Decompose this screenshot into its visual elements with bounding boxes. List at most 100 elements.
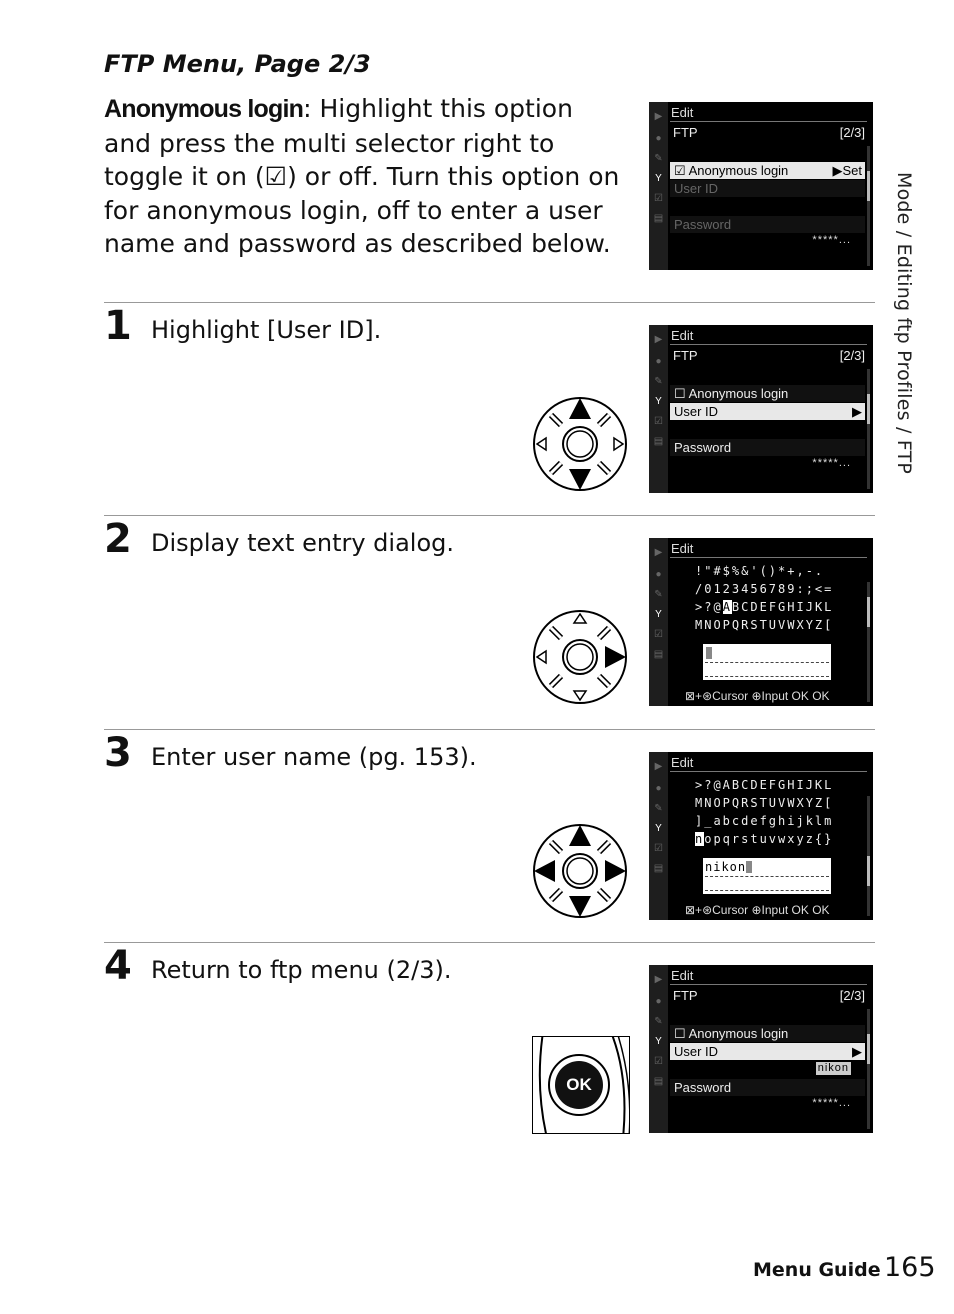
divider	[104, 302, 875, 303]
row-label: User ID	[674, 404, 719, 419]
screen-header: Edit	[671, 105, 694, 120]
playback-icon: ▶	[654, 974, 663, 985]
menu-row-anonymous-login: ☐ Anonymous login	[670, 385, 865, 402]
pencil-icon: ✎	[654, 153, 663, 164]
row-label: User ID	[674, 1044, 719, 1059]
footer-section-label: Menu Guide	[753, 1259, 881, 1281]
row-label: Anonymous login	[688, 163, 789, 178]
keyboard-row: /0123456789:;<=	[695, 582, 834, 596]
recent-icon: ▤	[653, 213, 664, 224]
divider	[104, 515, 875, 516]
camera-screen-text-entry-nikon: ▶ ● ✎ Y ☑ ▤ Edit >?@ABCDEFGHIJKL MNOPQRS…	[649, 752, 873, 920]
header-line	[670, 984, 867, 985]
keyboard-row: !"#$%&'()*+,-.	[695, 564, 825, 578]
screen-header: Edit	[671, 755, 694, 770]
arrow-right-icon: ▶	[852, 1044, 862, 1059]
scrollbar	[867, 582, 870, 702]
recent-icon: ▤	[653, 649, 664, 660]
menu-row-user-id: User ID	[670, 180, 865, 197]
menu-row-anonymous-login: ☐ Anonymous login	[670, 1025, 865, 1042]
page-number: 165	[884, 1252, 936, 1283]
camera-screen-ftp-anon-on: ▶ ● ✎ Y ☑ ▤ Edit FTP [2/3] ☑ Anonymous l…	[649, 102, 873, 270]
camera-screen-ftp-user-id-set: ▶ ● ✎ Y ☑ ▤ Edit FTP [2/3] ☐ Anonymous l…	[649, 965, 873, 1133]
keyboard-row: MNOPQRSTUVWXYZ[	[695, 796, 834, 810]
text-cursor	[746, 861, 752, 873]
step-text: Display text entry dialog.	[151, 529, 454, 557]
password-value: *****...	[812, 457, 851, 469]
retouch-icon: ☑	[654, 193, 663, 204]
recent-icon: ▤	[653, 1076, 664, 1087]
retouch-icon: ☑	[654, 1056, 663, 1067]
divider	[104, 942, 875, 943]
screen-footer: ⊠+⊛Cursor ⊕Input OK OK	[685, 689, 830, 703]
setup-wrench-icon: Y	[655, 823, 662, 834]
playback-icon: ▶	[654, 547, 663, 558]
row-label: Anonymous login	[688, 1026, 789, 1041]
menu-sidebar: ▶ ● ✎ Y ☑ ▤	[649, 752, 668, 920]
option-label: Anonymous login	[104, 95, 304, 123]
keyboard-row: >?@ABCDEFGHIJKL	[695, 600, 834, 614]
user-id-value: nikon	[815, 1062, 851, 1075]
screen-header: Edit	[671, 541, 694, 556]
menu-row-user-id: User ID ▶	[670, 403, 865, 420]
step-text: Return to ftp menu (2/3).	[151, 956, 452, 984]
multi-selector-all-directions-icon	[533, 824, 627, 918]
playback-icon: ▶	[654, 761, 663, 772]
menu-row-anonymous-login: ☑ Anonymous login ▶Set	[670, 162, 865, 179]
menu-sidebar: ▶ ● ✎ Y ☑ ▤	[649, 965, 668, 1133]
step-text: Highlight [User ID].	[151, 316, 382, 344]
checkbox-icon: ☐	[674, 386, 686, 401]
page-indicator: [2/3]	[839, 988, 865, 1003]
keyboard-row: MNOPQRSTUVWXYZ[	[695, 618, 834, 632]
checkbox-icon: ☐	[674, 1026, 686, 1041]
screen-title: FTP	[673, 125, 698, 140]
setup-wrench-icon: Y	[655, 1036, 662, 1047]
shooting-icon: ●	[655, 133, 662, 144]
text-entry-field: nikon	[703, 858, 831, 894]
step-number: 2	[104, 516, 132, 562]
menu-row-password: Password	[670, 1079, 865, 1096]
ok-button-icon: OK	[555, 1061, 603, 1109]
scrollbar	[867, 146, 870, 266]
password-value: *****...	[812, 234, 851, 246]
camera-screen-text-entry: ▶ ● ✎ Y ☑ ▤ Edit !"#$%&'()*+,-. /0123456…	[649, 538, 873, 706]
keyboard-cursor: A	[722, 600, 732, 614]
text-entry-field	[703, 644, 831, 680]
setup-wrench-icon: Y	[655, 609, 662, 620]
step-text: Enter user name (pg. 153).	[151, 743, 477, 771]
intro-text-1: : Highlight this option and press the mu…	[104, 94, 573, 192]
password-value: *****...	[812, 1097, 851, 1109]
entered-text: nikon	[705, 860, 747, 874]
screen-footer: ⊠+⊛Cursor ⊕Input OK OK	[685, 903, 830, 917]
intro-paragraph: Anonymous login: Highlight this option a…	[104, 92, 624, 261]
scrollbar	[867, 369, 870, 489]
arrow-right-icon: ▶	[852, 404, 862, 419]
keyboard-row: >?@ABCDEFGHIJKL	[695, 778, 834, 792]
side-tab-text: Mode / Editing ftp Profiles / FTP	[893, 172, 915, 475]
checkbox-icon: ☑	[264, 162, 288, 192]
setup-wrench-icon: Y	[655, 396, 662, 407]
header-line	[670, 557, 867, 558]
retouch-icon: ☑	[654, 416, 663, 427]
keyboard-row: nopqrstuvwxyz{}	[695, 832, 834, 846]
ok-button-illustration: OK	[532, 1036, 630, 1134]
menu-row-password: Password	[670, 439, 865, 456]
screen-header: Edit	[671, 968, 694, 983]
menu-row-password: Password	[670, 216, 865, 233]
recent-icon: ▤	[653, 863, 664, 874]
menu-sidebar: ▶ ● ✎ Y ☑ ▤	[649, 538, 668, 706]
set-label: ▶Set	[832, 163, 862, 178]
playback-icon: ▶	[654, 334, 663, 345]
step-number: 1	[104, 303, 132, 349]
screen-title: FTP	[673, 988, 698, 1003]
page-indicator: [2/3]	[839, 348, 865, 363]
pencil-icon: ✎	[654, 803, 663, 814]
multi-selector-up-down-icon	[533, 397, 627, 491]
scrollbar	[867, 1009, 870, 1129]
step-number: 3	[104, 730, 132, 776]
multi-selector-right-icon	[533, 610, 627, 704]
divider	[104, 729, 875, 730]
retouch-icon: ☑	[654, 843, 663, 854]
header-line	[670, 771, 867, 772]
keyboard-row: ]_abcdefghijklm	[695, 814, 834, 828]
